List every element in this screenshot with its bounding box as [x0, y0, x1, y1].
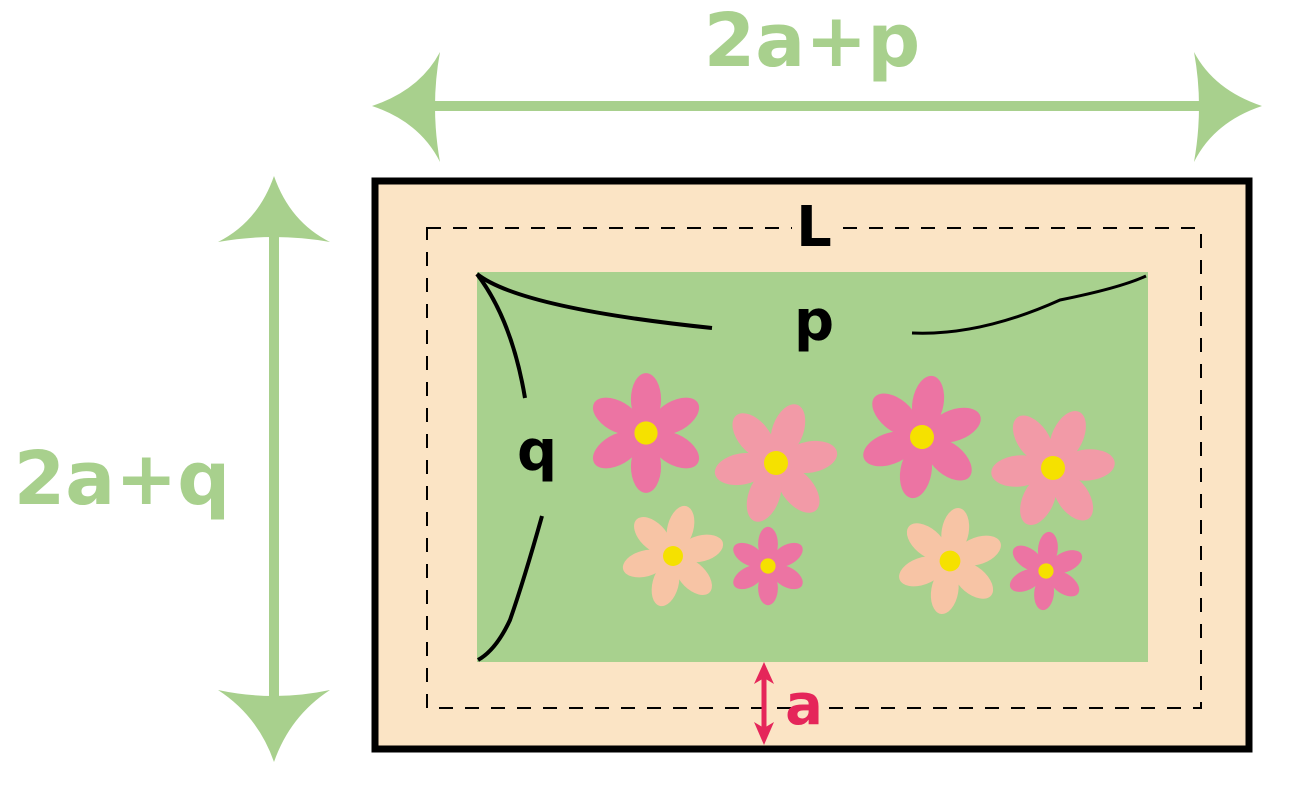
- flower-petal: [630, 440, 662, 493]
- flower-petal: [777, 466, 820, 513]
- flower-petal: [1060, 449, 1115, 481]
- q-brace-top: [475, 272, 527, 399]
- flower-petal: [651, 397, 700, 435]
- centerline-dashed: [426, 227, 1202, 709]
- centerline-label-bg: [792, 196, 836, 252]
- flower-petal: [758, 570, 778, 606]
- flower-7: [899, 508, 1001, 614]
- flower-petal: [666, 505, 695, 551]
- flower-petal: [1012, 545, 1044, 572]
- flower-petal: [1012, 415, 1054, 464]
- flower-petal: [714, 452, 769, 486]
- path-width-arrow-top-head: [754, 662, 774, 684]
- flower-petal: [899, 556, 945, 587]
- flower-petal: [733, 542, 765, 568]
- flower-petal: [1049, 550, 1083, 574]
- inner-height-label: q: [517, 419, 557, 484]
- flower-petal: [1037, 531, 1058, 567]
- flower-center: [910, 425, 934, 449]
- flower-petal: [651, 431, 700, 469]
- flower-6: [733, 526, 803, 606]
- flower-petal: [771, 542, 803, 568]
- flower-petal: [592, 431, 641, 469]
- flower-8: [1009, 531, 1083, 611]
- flower-5: [622, 505, 724, 607]
- flower-petal: [955, 535, 1001, 566]
- flower-petal: [1052, 472, 1094, 521]
- width-arrow-right-head: [1194, 52, 1262, 162]
- flower-petal: [678, 534, 724, 563]
- flowers: [592, 373, 1115, 614]
- flower-center: [1041, 456, 1065, 480]
- flower-center: [634, 421, 658, 445]
- flower-4: [991, 410, 1115, 526]
- flower-petal: [991, 455, 1046, 487]
- width-arrow: [372, 52, 1262, 162]
- flower-3: [863, 375, 981, 499]
- centerline-label: L: [796, 195, 832, 260]
- flower-petal: [1009, 568, 1043, 592]
- p-brace-right: [911, 274, 1147, 335]
- width-arrow-left-head: [372, 52, 440, 162]
- flower-petal: [930, 567, 959, 614]
- path-width-label: a: [785, 673, 823, 738]
- flower-petal: [592, 397, 641, 435]
- height-arrow-top-head: [218, 176, 330, 242]
- path-width-arrow-bottom-head: [754, 722, 774, 745]
- flower-petal: [1034, 575, 1055, 611]
- flower-2: [714, 404, 838, 522]
- flower-petal: [1048, 570, 1080, 597]
- flower-petal: [928, 407, 981, 443]
- flower-petal: [1049, 410, 1086, 462]
- flower-petal: [771, 564, 803, 590]
- height-arrow-bottom-head: [218, 690, 330, 762]
- flower-petal: [622, 549, 668, 578]
- height-label: 2a+q: [14, 436, 230, 522]
- flower-petal: [941, 508, 970, 555]
- flower-petal: [1020, 474, 1057, 526]
- flower-petal: [899, 444, 933, 499]
- flower-petal: [925, 438, 972, 481]
- flower-petal: [872, 393, 919, 436]
- flower-center: [760, 558, 776, 574]
- height-arrow: [218, 176, 330, 762]
- flower-petal: [863, 431, 916, 467]
- inner-width-label: p: [794, 289, 834, 354]
- flower-petal: [732, 413, 775, 460]
- flower-1: [592, 373, 700, 493]
- p-brace-left: [475, 272, 713, 330]
- flower-petal: [783, 440, 838, 474]
- flower-petal: [911, 375, 945, 430]
- path-width-arrow: [754, 662, 774, 745]
- flower-center: [1038, 563, 1054, 579]
- flower-petal: [746, 469, 782, 522]
- flower-center: [663, 546, 683, 566]
- flower-center: [764, 451, 788, 475]
- flower-petal: [758, 526, 778, 562]
- flower-petal: [651, 561, 680, 607]
- flower-petal: [906, 523, 947, 560]
- flower-petal: [675, 558, 712, 595]
- flower-petal: [953, 562, 994, 599]
- flower-petal: [634, 517, 671, 554]
- q-brace-bottom: [476, 515, 544, 662]
- flower-petal: [733, 564, 765, 590]
- width-label: 2a+p: [704, 0, 920, 84]
- flower-petal: [630, 373, 662, 426]
- flower-petal: [770, 404, 806, 457]
- flower-center: [939, 550, 961, 572]
